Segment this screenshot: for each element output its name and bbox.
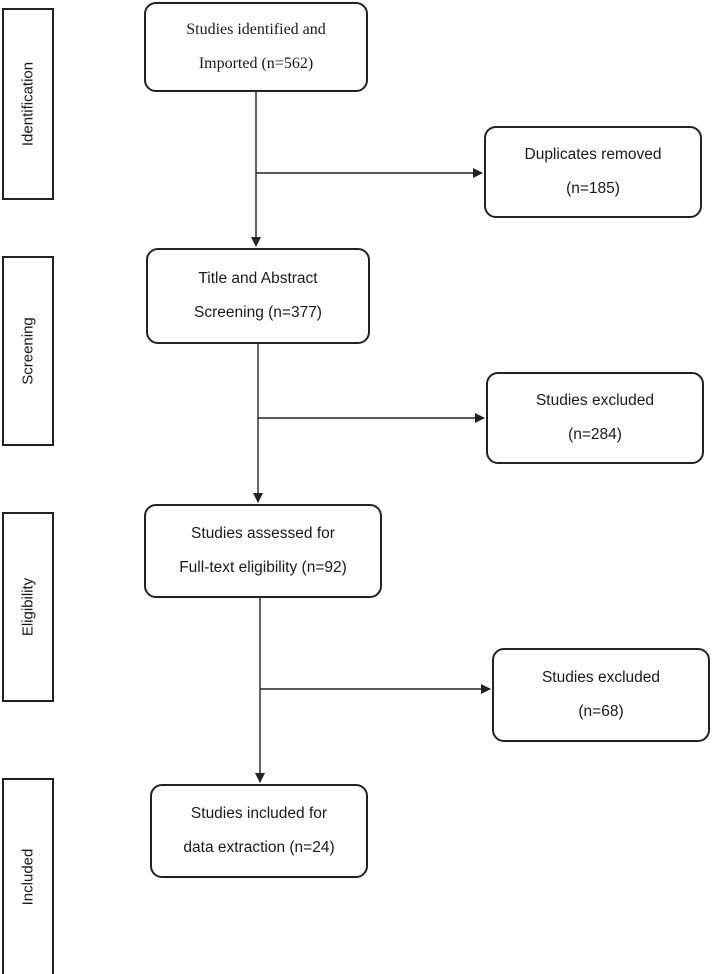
box-excluded-eligibility-line1: Studies excluded [541, 669, 661, 686]
box-studies-identified: Studies identified and Imported (n=562) [144, 2, 368, 92]
box-duplicates-removed: Duplicates removed (n=185) [484, 126, 702, 218]
box-studies-included: Studies included for data extraction (n=… [150, 784, 368, 878]
stage-eligibility: Eligibility [2, 512, 54, 702]
box-studies-identified-line2: Imported (n=562) [198, 55, 314, 72]
box-title-abstract-screening: Title and Abstract Screening (n=377) [146, 248, 370, 344]
box-screening-line2: Screening (n=377) [194, 304, 322, 321]
stage-screening: Screening [2, 256, 54, 446]
stage-eligibility-label: Eligibility [19, 577, 37, 637]
box-excluded-screening: Studies excluded (n=284) [486, 372, 704, 464]
box-duplicates-line1: Duplicates removed [524, 146, 662, 163]
box-full-text-assessment: Studies assessed for Full-text eligibili… [144, 504, 382, 598]
box-excluded-eligibility: Studies excluded (n=68) [492, 648, 710, 742]
box-studies-identified-line1: Studies identified and [186, 21, 326, 38]
stage-identification-label: Identification [19, 61, 37, 147]
box-included-line1: Studies included for [190, 805, 328, 822]
box-screening-line1: Title and Abstract [198, 270, 318, 287]
box-excluded-eligibility-line2: (n=68) [578, 703, 624, 720]
stage-included-label: Included [19, 848, 37, 906]
box-assessed-line1: Studies assessed for [191, 525, 335, 542]
stage-screening-label: Screening [19, 317, 37, 385]
box-excluded-screening-line1: Studies excluded [535, 392, 655, 409]
box-assessed-line2: Full-text eligibility (n=92) [179, 559, 347, 576]
stage-identification: Identification [2, 8, 54, 200]
box-duplicates-line2: (n=185) [566, 180, 620, 197]
stage-included: Included [2, 778, 54, 974]
box-included-line2: data extraction (n=24) [183, 839, 335, 856]
box-excluded-screening-line2: (n=284) [568, 426, 622, 443]
